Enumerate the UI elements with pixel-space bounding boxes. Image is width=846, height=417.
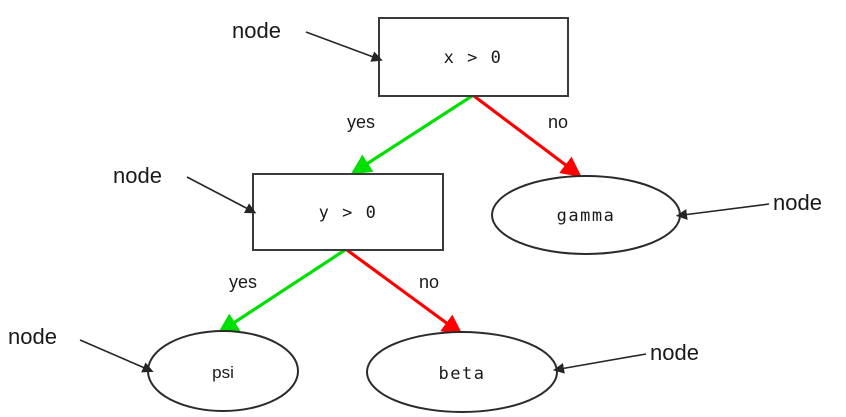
annotation-gamma-leader [675, 203, 770, 220]
edge-inner-no-line [346, 248, 463, 335]
annotation-beta-label: node [650, 340, 699, 365]
node-psi[interactable]: psi [147, 330, 299, 412]
edge-root-yes-line [350, 94, 473, 175]
annotation-inner-leader [186, 176, 257, 214]
node-root[interactable]: x > 0 [378, 17, 569, 97]
node-beta-label: beta [439, 364, 486, 384]
edge-label-root-no: no [548, 112, 568, 132]
edge-inner-yes: yes [217, 248, 346, 334]
edge-root-yes: yes [347, 94, 473, 175]
edge-label-inner-no: no [419, 272, 439, 292]
annotation-beta-leader [552, 353, 647, 374]
annotation-beta: node [552, 340, 699, 374]
node-inner[interactable]: y > 0 [252, 173, 444, 251]
node-gamma[interactable]: gamma [491, 175, 681, 255]
edge-root-no: no [473, 94, 582, 178]
annotation-gamma: node [675, 190, 822, 220]
annotation-root-label: node [232, 18, 281, 43]
annotation-psi-label: node [8, 324, 57, 349]
node-root-label: x > 0 [444, 48, 503, 68]
annotation-root-leader [305, 31, 383, 62]
node-gamma-label: gamma [557, 206, 616, 226]
annotation-psi-leader [79, 339, 154, 373]
annotation-root: node [232, 18, 383, 62]
edge-inner-yes-line [217, 248, 346, 334]
node-psi-label: psi [212, 363, 234, 382]
annotation-inner-label: node [113, 163, 162, 188]
node-inner-shape [252, 173, 444, 251]
annotation-inner: node [113, 163, 257, 214]
node-inner-label: y > 0 [319, 203, 378, 223]
edge-root-no-line [473, 94, 582, 178]
edge-inner-no: no [346, 248, 463, 335]
annotation-gamma-label: node [773, 190, 822, 215]
annotation-psi: node [8, 324, 154, 373]
node-beta[interactable]: beta [366, 331, 558, 413]
edge-label-root-yes: yes [347, 112, 375, 132]
edge-label-inner-yes: yes [229, 272, 257, 292]
